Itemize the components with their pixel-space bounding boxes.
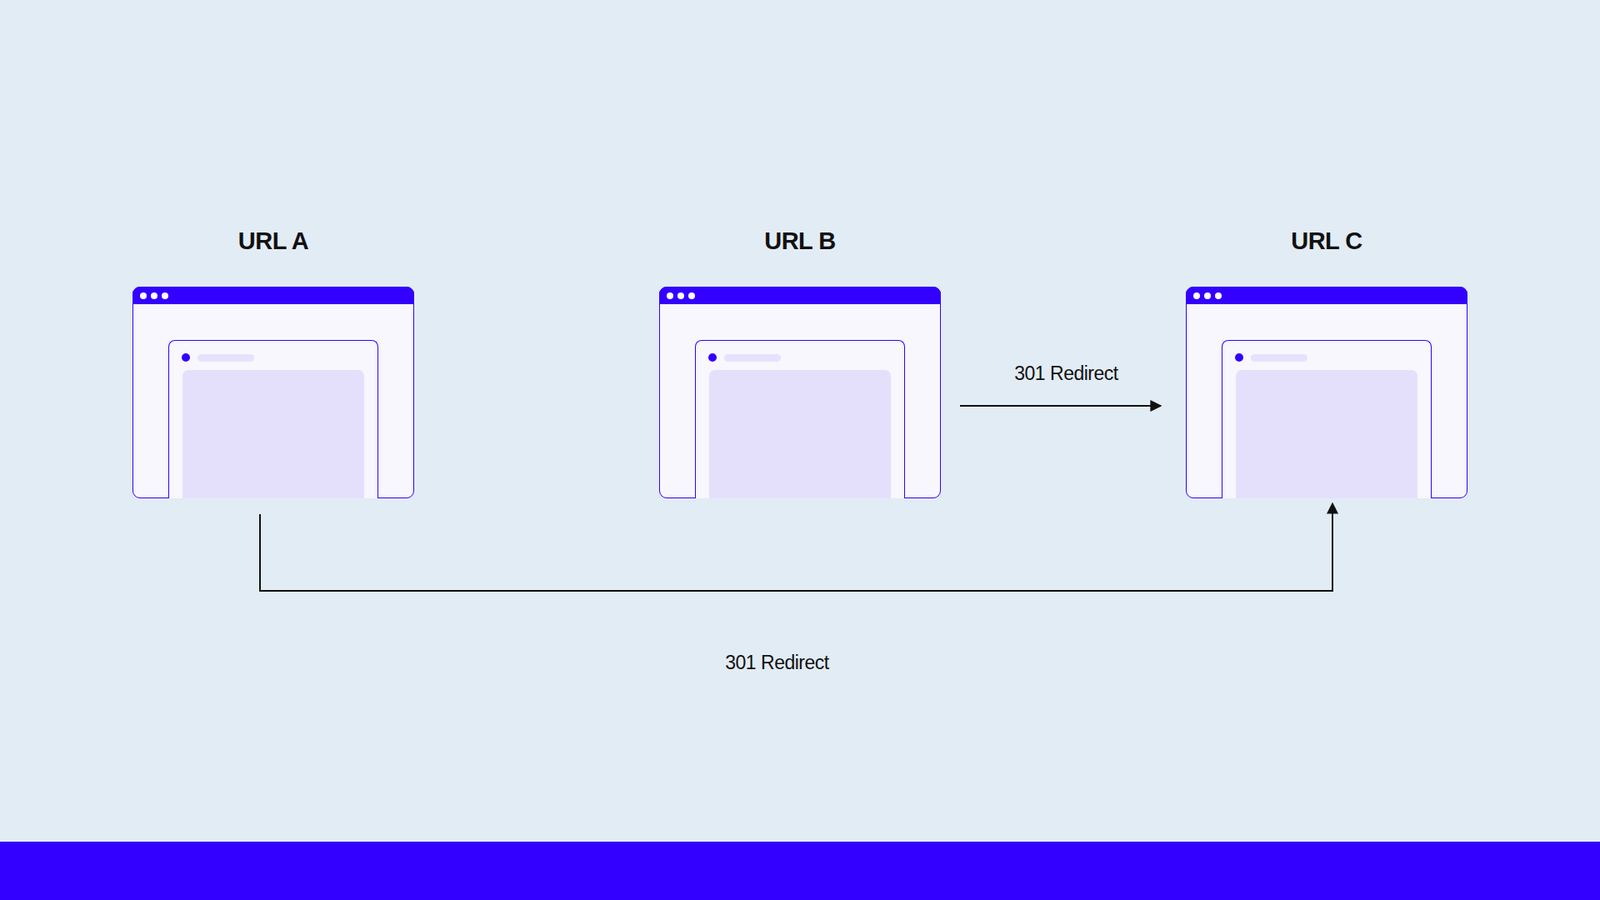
bottom-bar bbox=[0, 841, 1600, 900]
page-dot bbox=[708, 353, 717, 362]
page-dot bbox=[1235, 353, 1244, 362]
window-dot bbox=[161, 292, 169, 300]
window-dot bbox=[677, 292, 685, 300]
redirect-arrow bbox=[960, 405, 1161, 407]
page-heading-bar bbox=[1250, 354, 1308, 362]
url-heading: URL B bbox=[626, 227, 974, 255]
url-heading: URL A bbox=[100, 227, 447, 255]
window-dot bbox=[666, 292, 674, 300]
page-heading-bar bbox=[724, 354, 781, 362]
window-title-bar bbox=[1185, 286, 1468, 305]
window-dot bbox=[150, 292, 158, 300]
browser-window: URL C bbox=[1185, 286, 1468, 499]
window-title-bar bbox=[132, 286, 415, 305]
page-frame bbox=[695, 340, 905, 499]
url-heading: URL C bbox=[1153, 227, 1500, 255]
edge-label: 301 Redirect bbox=[1010, 362, 1121, 385]
page-heading-bar bbox=[197, 354, 255, 362]
window-dot bbox=[1204, 292, 1211, 300]
window-dot bbox=[1215, 292, 1222, 300]
redirect-arrow bbox=[260, 503, 1333, 591]
page-frame bbox=[1221, 340, 1432, 499]
edge-label: 301 Redirect bbox=[721, 651, 832, 675]
page-dot bbox=[181, 353, 190, 362]
page-content bbox=[1235, 370, 1418, 499]
window-dot bbox=[1193, 292, 1200, 300]
window-title-bar bbox=[659, 286, 941, 305]
window-dot bbox=[140, 292, 147, 300]
browser-window: URL B bbox=[659, 286, 941, 499]
page-content bbox=[709, 370, 891, 499]
window-dot bbox=[688, 292, 695, 300]
browser-window: URL A bbox=[132, 286, 415, 499]
page-frame bbox=[168, 340, 379, 499]
page-content bbox=[182, 370, 365, 499]
